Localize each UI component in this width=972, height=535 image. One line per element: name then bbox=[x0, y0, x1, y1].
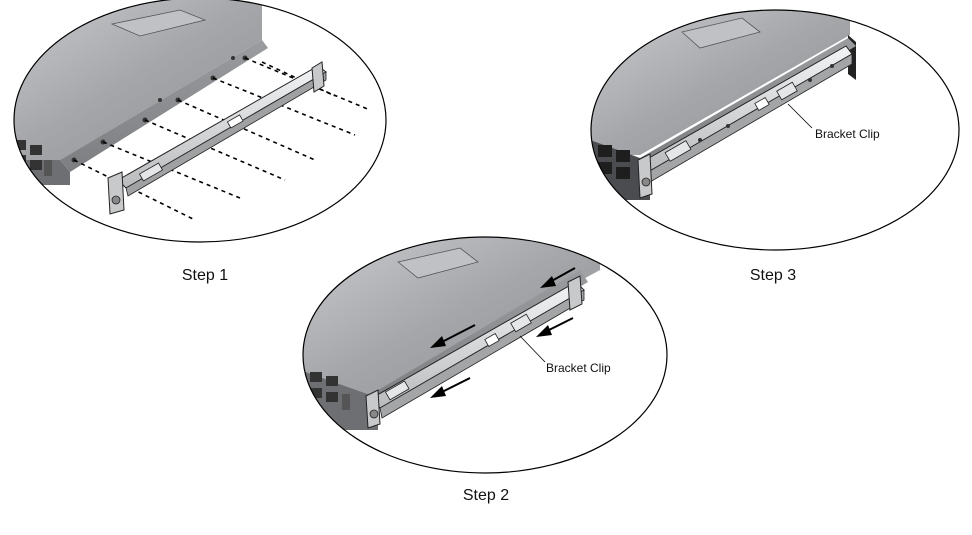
step2-label: Step 2 bbox=[463, 487, 509, 504]
step1-label: Step 1 bbox=[182, 267, 228, 284]
step3-label: Step 3 bbox=[750, 267, 796, 284]
step3-illustration bbox=[591, 10, 856, 200]
step2-illustration bbox=[303, 237, 600, 430]
step3-ellipse bbox=[590, 9, 960, 251]
step2-callout-label: Bracket Clip bbox=[546, 361, 611, 375]
step1-panel: Step 1 bbox=[13, 0, 387, 284]
step1-ellipse bbox=[13, 0, 387, 243]
step1-illustration bbox=[14, 0, 371, 221]
step3-callout-label: Bracket Clip bbox=[815, 127, 880, 141]
step2-ellipse bbox=[302, 236, 668, 474]
step2-panel: Bracket Clip Step 2 bbox=[302, 236, 668, 504]
step3-panel: Bracket Clip Step 3 bbox=[590, 9, 960, 284]
